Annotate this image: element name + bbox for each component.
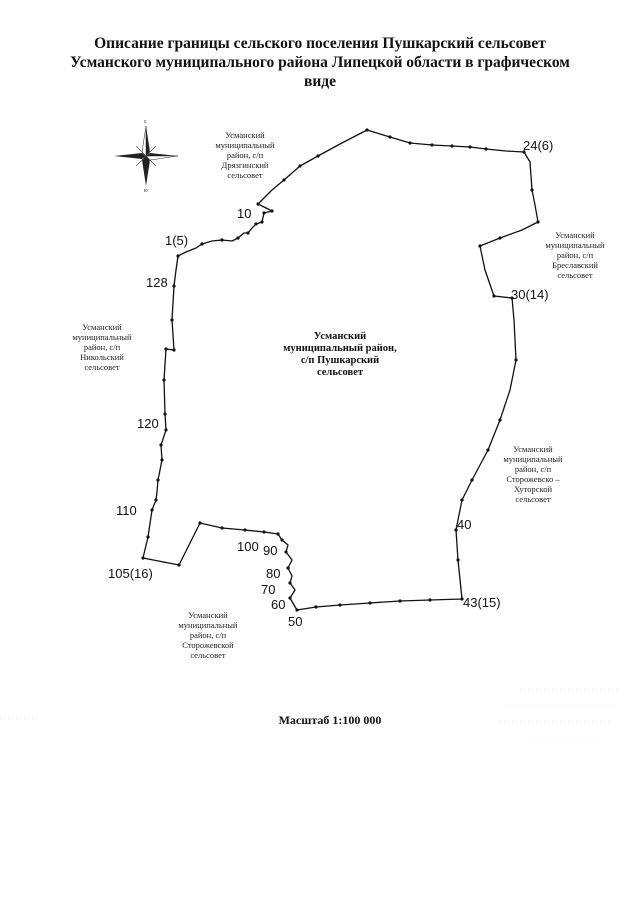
neighbor-label-line: Никольский: [80, 352, 124, 362]
compass-south-label: ю: [144, 188, 148, 194]
neighbor-storozhevskoy-label: Усманский муниципальный район, с/п Сторо…: [158, 610, 258, 660]
neighbor-breslavsky-label: Усманский муниципальный район, с/п Бресл…: [535, 230, 615, 280]
compass-north-label: с: [144, 119, 147, 125]
point-label-60: 60: [271, 597, 286, 612]
compass-rose-icon: [114, 125, 179, 186]
point-label-90: 90: [263, 543, 278, 558]
scale-label: Масштаб 1:100 000: [278, 713, 382, 727]
neighbor-label-line: Бреславский: [552, 260, 598, 270]
neighbor-label-line: Усманский: [225, 130, 265, 140]
center-label-line: с/п Пушкарский: [300, 355, 380, 366]
point-label-105-16: 105(16): [108, 566, 153, 581]
center-label-line: сельсовет: [316, 367, 364, 378]
point-label-128: 128: [146, 275, 168, 290]
neighbor-label-line: Усманский: [513, 444, 553, 454]
neighbor-label-line: сельсовет: [227, 170, 263, 180]
center-label-line: Усманский: [313, 331, 367, 342]
point-label-80: 80: [266, 566, 281, 581]
neighbor-label-line: муниципальный: [215, 140, 275, 150]
point-label-40: 40: [457, 517, 472, 532]
neighbor-label-line: район, с/п: [83, 342, 121, 352]
neighbor-storozhevo-khutorskoy-label: Усманский муниципальный район, с/п Сторо…: [490, 444, 576, 504]
point-label-43-15: 43(15): [463, 595, 501, 610]
neighbor-dryazginsky-label: Усманский муниципальный район, с/п Дрязг…: [205, 130, 285, 180]
neighbor-label-line: Усманский: [188, 610, 228, 620]
neighbor-label-line: сельсовет: [84, 362, 120, 372]
point-label-120: 120: [137, 416, 159, 431]
neighbor-label-line: муниципальный: [72, 332, 132, 342]
point-label-110: 110: [116, 503, 137, 518]
neighbor-label-line: Дрязгинский: [221, 160, 269, 170]
point-label-50: 50: [288, 614, 303, 629]
neighbor-label-line: район, с/п: [514, 464, 552, 474]
map-title: Описание границы сельского поселения Пуш…: [40, 34, 600, 91]
neighbor-label-line: район, с/п: [189, 630, 227, 640]
neighbor-label-line: Сторожевско –: [506, 474, 560, 484]
neighbor-label-line: Усманский: [555, 230, 595, 240]
neighbor-label-line: сельсовет: [190, 650, 226, 660]
title-line-2: Усманского муниципального района Липецко…: [70, 54, 570, 71]
neighbor-label-line: район, с/п: [556, 250, 594, 260]
point-label-24-6: 24(6): [523, 138, 554, 153]
title-line-3: виде: [303, 73, 337, 90]
point-label-1-5: 1(5): [165, 233, 189, 248]
neighbor-label-line: муниципальный: [178, 620, 238, 630]
point-label-100: 100: [237, 539, 259, 554]
center-label-line: муниципальный район,: [283, 343, 397, 354]
neighbor-label-line: сельсовет: [557, 270, 593, 280]
neighbor-label-line: муниципальный: [545, 240, 605, 250]
neighbor-label-line: муниципальный: [503, 454, 563, 464]
boundary-vertices: [141, 128, 540, 612]
neighbor-label-line: Сторожевской: [182, 640, 234, 650]
neighbor-label-line: сельсовет: [515, 494, 551, 504]
neighbor-label-line: Хуторской: [513, 484, 552, 494]
title-line-1: Описание границы сельского поселения Пуш…: [94, 35, 546, 52]
neighbor-label-line: Усманский: [82, 322, 122, 332]
point-label-10: 10: [237, 206, 252, 221]
neighbor-nikolsky-label: Усманский муниципальный район, с/п Никол…: [62, 322, 142, 372]
scan-artifact: [0, 689, 620, 741]
point-label-30-14: 30(14): [511, 287, 549, 302]
pushkarsky-area-label: Усманский муниципальный район, с/п Пушка…: [275, 331, 405, 379]
settlement-boundary: [142, 129, 539, 611]
neighbor-label-line: район, с/п: [226, 150, 264, 160]
point-label-70: 70: [261, 582, 276, 597]
